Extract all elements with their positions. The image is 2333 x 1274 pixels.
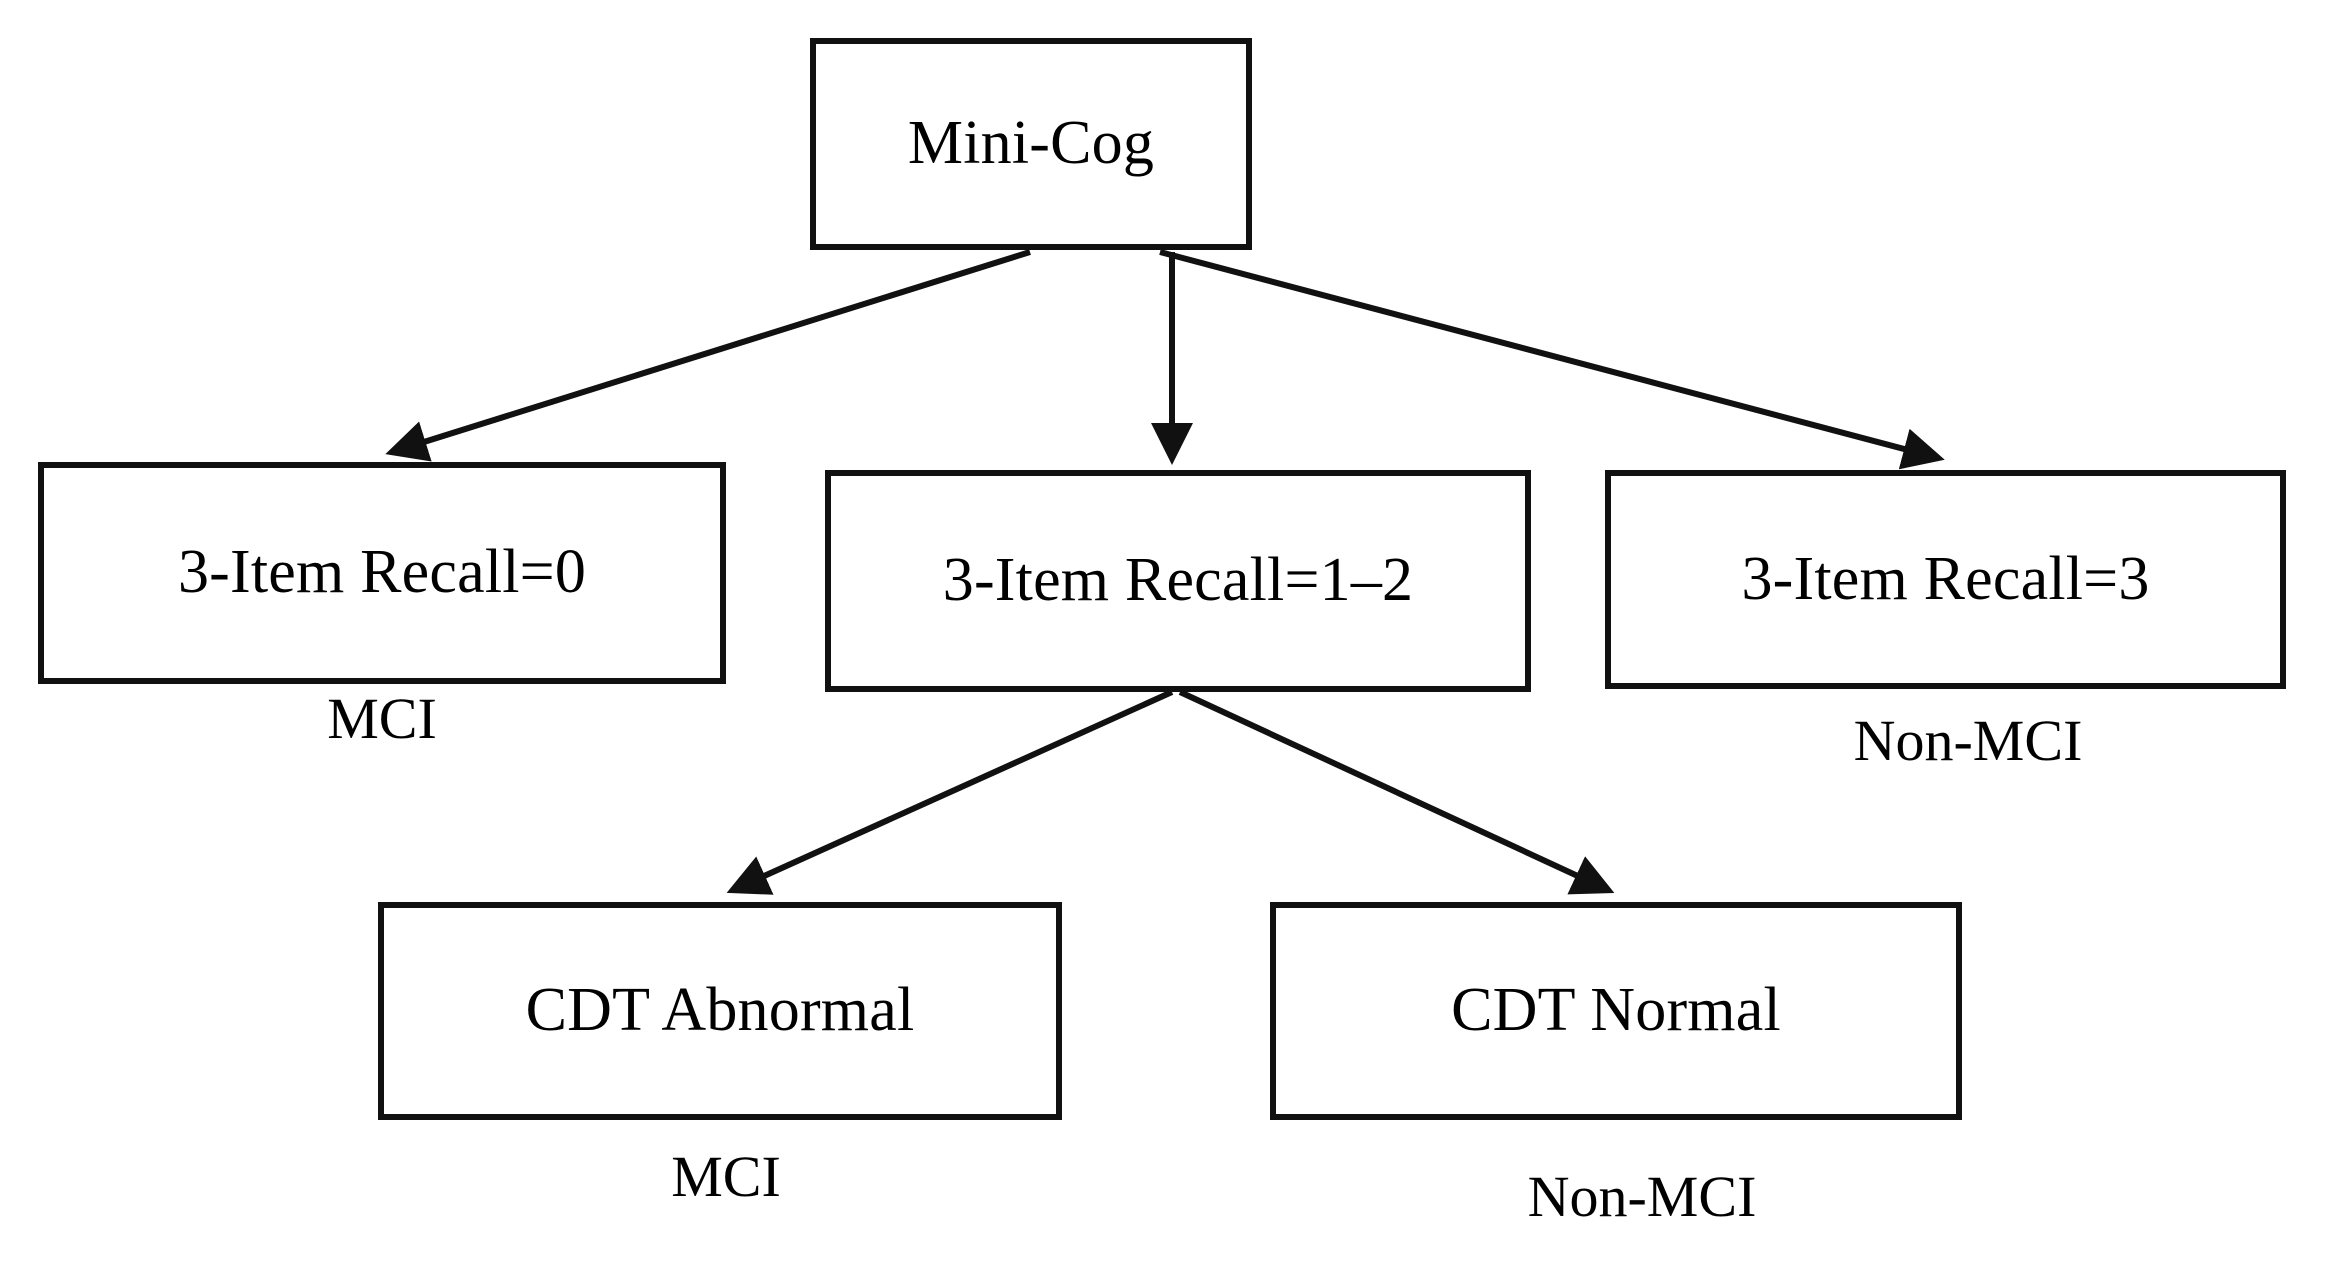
node-three-item-recall-0-label: 3-Item Recall=0 — [177, 538, 587, 607]
node-cdt-normal-label: CDT Normal — [1451, 976, 1781, 1045]
outcome-label-cdt-abnormal: MCI — [671, 1144, 781, 1209]
node-mini-cog-label: Mini-Cog — [907, 109, 1155, 178]
edge-recall12-to-cdt-abnormal — [726, 689, 1174, 895]
node-three-item-recall-3-label: 3-Item Recall=3 — [1741, 544, 2150, 613]
node-mini-cog[interactable]: Mini-Cog — [810, 38, 1252, 250]
edge-root-to-recall3 — [1159, 249, 1945, 470]
node-cdt-abnormal-label: CDT Abnormal — [525, 976, 915, 1045]
node-cdt-normal[interactable]: CDT Normal — [1270, 902, 1962, 1120]
node-three-item-recall-3[interactable]: 3-Item Recall=3 — [1605, 470, 2286, 689]
outcome-label-cdt-normal: Non-MCI — [1527, 1164, 1757, 1229]
edge-root-to-recall0 — [385, 249, 1031, 462]
node-three-item-recall-0[interactable]: 3-Item Recall=0 — [38, 462, 726, 684]
node-cdt-abnormal[interactable]: CDT Abnormal — [378, 902, 1062, 1120]
outcome-label-recall3: Non-MCI — [1853, 708, 2083, 773]
edge-recall12-to-cdt-normal — [1178, 689, 1615, 895]
node-three-item-recall-1-2[interactable]: 3-Item Recall=1–2 — [825, 470, 1531, 692]
outcome-label-recall0: MCI — [327, 686, 437, 751]
node-three-item-recall-1-2-label: 3-Item Recall=1–2 — [942, 546, 1414, 615]
